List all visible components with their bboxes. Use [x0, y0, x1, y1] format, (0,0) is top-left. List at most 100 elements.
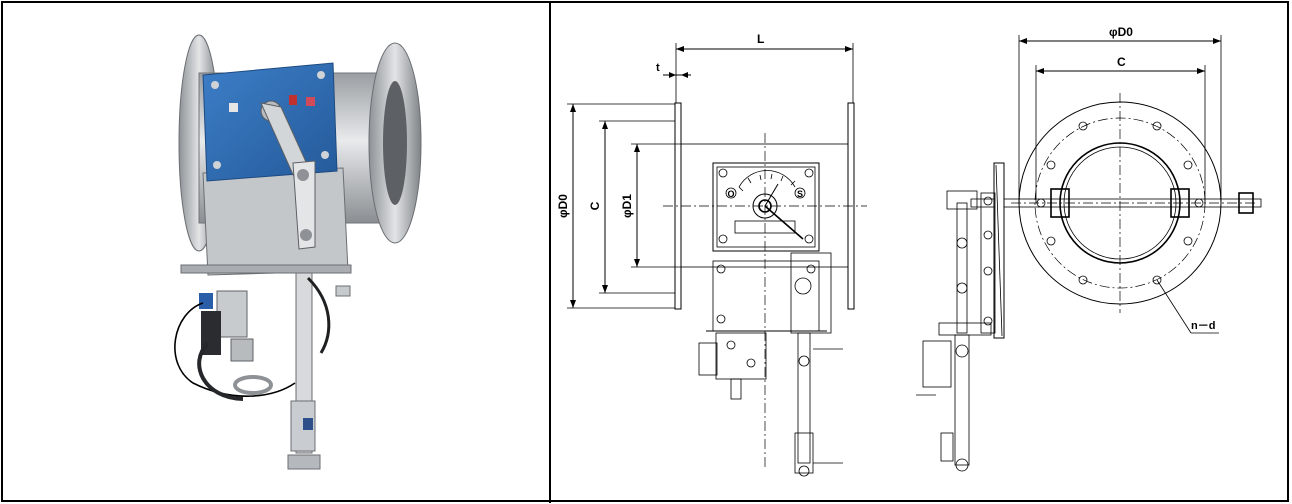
indicator-plate-outline [712, 162, 820, 252]
cable [174, 302, 296, 397]
tube-coil [233, 375, 273, 395]
fitting [798, 355, 810, 367]
screw-icon [317, 71, 325, 79]
exhaust-port [730, 378, 742, 400]
link-bracket [790, 252, 832, 334]
valve-manifold [230, 338, 254, 362]
link-rod [956, 202, 968, 334]
fitting [335, 285, 351, 297]
fitting [955, 344, 969, 358]
label-n-d: n－d [1191, 320, 1215, 332]
side-view: φD0 C [916, 25, 1262, 472]
shaft-nut [1238, 192, 1254, 214]
gauge-label-S: S [797, 189, 803, 199]
solenoid-valve-side [922, 340, 952, 388]
product-photo-panel [3, 3, 549, 501]
leader-line [1156, 279, 1192, 334]
panel-divider [549, 1, 551, 503]
screw-icon [716, 264, 726, 274]
bolt-hole [1152, 275, 1162, 285]
screw-icon [804, 168, 814, 178]
label-t: t [656, 62, 660, 74]
arrowhead [1036, 68, 1044, 74]
indicator-needle [764, 183, 779, 207]
screw-icon [213, 161, 221, 169]
bolt-hole [1183, 160, 1193, 170]
pivot-pin [300, 229, 312, 241]
indicator-o-circle [725, 187, 737, 199]
fitting [726, 340, 736, 350]
label-phiD1: φD1 [620, 194, 634, 218]
solenoid-coil [698, 342, 718, 376]
screw-icon [716, 314, 726, 324]
gauge-arc [738, 170, 796, 188]
shaft [970, 198, 1262, 208]
label-phiD0: φD0 [556, 194, 570, 218]
arrowhead [669, 72, 676, 78]
arrowhead [676, 46, 684, 52]
cylinder-clevis [287, 454, 321, 470]
label-C: C [588, 201, 602, 210]
indicator-o-marker [229, 103, 238, 112]
arrowhead [1019, 38, 1027, 44]
screw-icon [321, 151, 329, 159]
red-stop-block [289, 95, 297, 105]
link-pivot [794, 277, 812, 295]
screw-icon [983, 230, 993, 240]
pivot-pin [297, 169, 309, 181]
arrowhead [681, 72, 688, 78]
arrowhead [570, 104, 576, 112]
front-view: L t φD0 C [556, 32, 867, 477]
sensor-block [940, 432, 954, 462]
lever-clamp [946, 190, 978, 210]
link-arm [292, 160, 316, 250]
fitting [798, 465, 810, 477]
screw-icon [983, 316, 993, 326]
screw-icon [806, 264, 816, 274]
shaft-boss-right [1170, 188, 1190, 218]
arrowhead [634, 144, 640, 152]
solenoid-valve [216, 290, 248, 338]
cylinder-body [794, 432, 814, 474]
arrowhead [634, 259, 640, 267]
screw-icon [211, 81, 219, 89]
bracket-plate [712, 260, 820, 332]
product-photo [174, 34, 422, 470]
bolt-hole [1152, 121, 1162, 131]
air-cylinder [797, 332, 811, 464]
cable [306, 276, 331, 354]
screw-icon [983, 266, 993, 276]
arrowhead [570, 300, 576, 308]
bolt-hole [1078, 275, 1088, 285]
label-side-C: C [1117, 55, 1126, 69]
gauge-label-O: O [728, 189, 735, 199]
sensor-block [303, 418, 313, 430]
bolt-hole [1078, 121, 1088, 131]
fitting [746, 358, 756, 368]
lever-arm [764, 205, 804, 240]
bolt-hole [1046, 236, 1056, 246]
shaft-hub-inner [758, 199, 772, 213]
air-cylinder-side [954, 334, 970, 466]
screw-icon [804, 234, 814, 244]
hatch [995, 164, 1003, 337]
bolt-hole [1183, 236, 1193, 246]
indicator-s-marker [306, 97, 315, 106]
right-flange-bore [383, 81, 407, 205]
base-plate [180, 264, 352, 274]
bolt-hole [1046, 160, 1056, 170]
screw-icon [983, 196, 993, 206]
bracket-column [980, 192, 996, 334]
mounting-bracket [202, 167, 349, 276]
shaft-hub-outer [752, 193, 778, 219]
arrowhead [602, 121, 608, 129]
screw-icon [718, 168, 728, 178]
shaft-boss-left [1050, 188, 1070, 218]
dimension-drawing: L t φD0 C [556, 25, 1262, 477]
link-pivot [956, 237, 968, 249]
indicator-s-circle [794, 187, 806, 199]
valve-connector [199, 293, 213, 309]
label-L: L [757, 32, 764, 46]
cable [197, 341, 244, 401]
